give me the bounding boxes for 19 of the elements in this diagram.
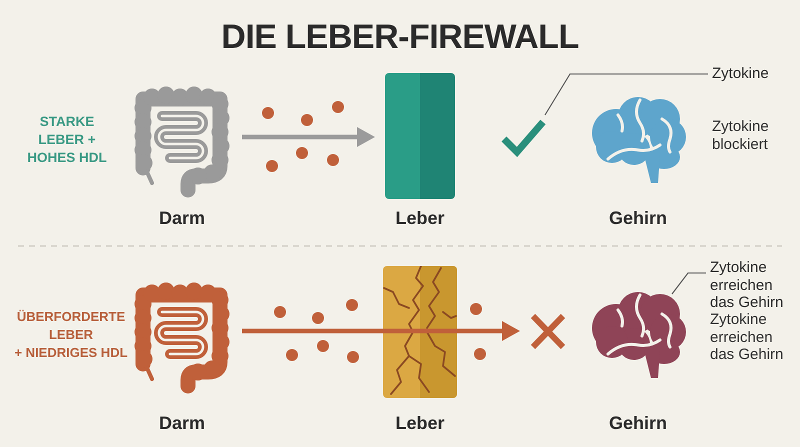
connector-line — [242, 328, 383, 334]
arrow — [457, 321, 520, 341]
organ-label: Darm — [158, 208, 206, 228]
leader-line — [672, 272, 706, 294]
leader-line — [544, 73, 708, 116]
row-label: STARKE LEBER + HOHES HDL — [27, 113, 107, 167]
annotation-text: Zytokine erreichen das Gehirn — [710, 259, 784, 312]
x-mark-icon — [530, 313, 566, 350]
annotation-text: Zytokine blockiert — [712, 118, 769, 154]
organ-label: Gehirn — [609, 413, 667, 433]
annotation-text: Zytokine — [712, 65, 769, 83]
organ-label: Gehirn — [609, 208, 667, 228]
organ-label: Leber — [395, 208, 445, 228]
organ-label: Leber — [395, 413, 445, 433]
organ-label: Darm — [158, 413, 206, 433]
arrow — [242, 127, 375, 147]
title: DIE LEBER-FIREWALL — [221, 17, 579, 57]
annotation-text: Zytokine erreichen das Gehirn — [710, 311, 784, 364]
row-label: ÜBERFORDERTE LEBER + NIEDRIGES HDL — [14, 308, 128, 362]
